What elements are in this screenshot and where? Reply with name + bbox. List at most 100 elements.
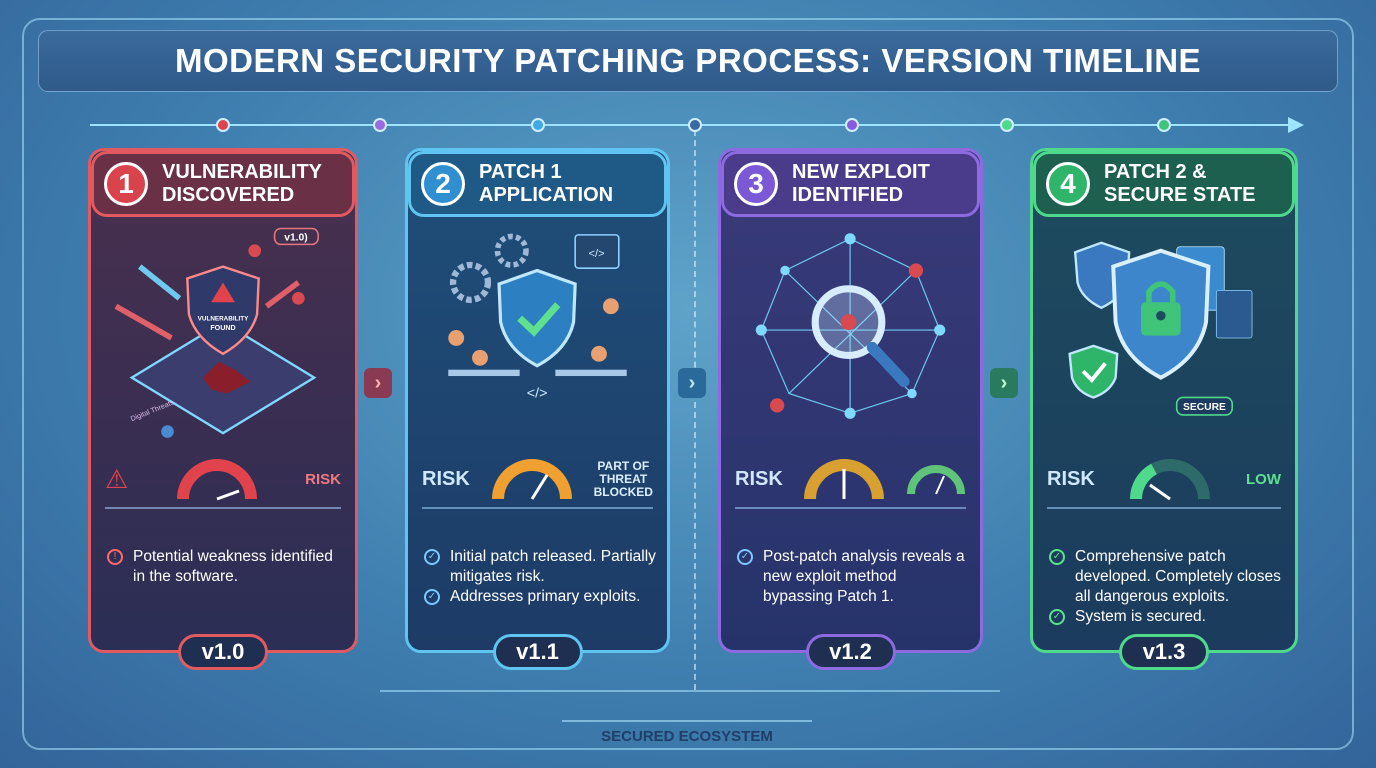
- stage-bullets: ✓Post-patch analysis reveals a new explo…: [737, 547, 970, 607]
- check-icon: ✓: [1049, 549, 1065, 565]
- shield-check-icon: [497, 268, 577, 368]
- stage-header: 4 PATCH 2 &SECURE STATE: [1033, 151, 1295, 217]
- person-icon: [472, 349, 488, 366]
- bullet-item: ✓ Addresses primary exploits.: [424, 587, 657, 607]
- document-icon: [1215, 289, 1253, 339]
- stage-title: DISCOVERED: [162, 184, 295, 206]
- bullet-item: ! Potential weakness identified in the so…: [107, 547, 345, 587]
- ecosystem-line: [380, 690, 1000, 692]
- bullet-item: ✓Post-patch analysis reveals a new explo…: [737, 547, 970, 607]
- stage-title: PATCH 1: [479, 161, 562, 183]
- shield-label: FOUND: [210, 324, 235, 332]
- timeline-dot: [845, 118, 859, 132]
- code-window-icon: [574, 234, 620, 269]
- version-badge: v1.0: [178, 634, 268, 670]
- divider: [694, 130, 696, 690]
- stage-number: 2: [421, 162, 465, 206]
- chevron-right-icon: ›: [364, 368, 392, 398]
- bullet-text: Initial patch released. Partially mitiga…: [450, 548, 656, 585]
- alert-icon: !: [107, 549, 123, 565]
- stage-bullets: ✓ Comprehensive patch developed. Complete…: [1049, 547, 1285, 627]
- stage-title: IDENTIFIED: [792, 184, 904, 206]
- risk-gauge-small: [906, 465, 965, 495]
- version-tag-box: [273, 227, 319, 246]
- check-icon: ✓: [424, 549, 440, 565]
- exploit-network-illustration: [755, 233, 946, 419]
- gear-icon: [449, 261, 492, 304]
- bullet-text: System is secured.: [1075, 608, 1206, 625]
- risk-level: LOW: [1245, 470, 1281, 488]
- stage-title: APPLICATION: [479, 184, 614, 206]
- secure-state-illustration: SECURE: [1068, 241, 1253, 416]
- stage-number: 3: [734, 162, 778, 206]
- gear-icon: [494, 233, 529, 268]
- stage-title: SECURE STATE: [1104, 184, 1256, 206]
- risk-gauge: [804, 459, 885, 500]
- person-icon: [602, 298, 619, 315]
- version-badge: v1.1: [492, 634, 583, 670]
- warning-icon: ⚠: [105, 463, 129, 494]
- timeline-dot: [1157, 118, 1171, 132]
- stage-bullets: ! Potential weakness identified in the so…: [107, 547, 345, 587]
- bug-icon: [161, 425, 174, 438]
- title-bar: MODERN SECURITY PATCHING PROCESS: VERSIO…: [38, 30, 1338, 92]
- bug-icon: [292, 291, 305, 305]
- stage-title: PATCH 2 &: [1104, 161, 1207, 183]
- risk-gauge-high: [176, 459, 257, 501]
- risk-gauge-low: [1130, 459, 1211, 501]
- bullet-text: Comprehensive patch developed. Completel…: [1075, 548, 1281, 605]
- svg-text:</>: </>: [527, 385, 548, 401]
- timeline-arrow-icon: [1288, 117, 1304, 133]
- svg-text:</>: </>: [589, 248, 605, 260]
- stage-number: 4: [1046, 162, 1090, 206]
- check-icon: ✓: [737, 549, 753, 565]
- version-badge: v1.3: [1119, 634, 1209, 670]
- risk-label: RISK: [422, 467, 470, 490]
- stage-card-3: RISK ✓Post-patch analysis reveals a new …: [718, 148, 983, 670]
- person-icon: [448, 330, 465, 346]
- footer-label: SECURED ECOSYSTEM: [562, 720, 812, 750]
- stage-number: 1: [104, 162, 148, 206]
- bullet-text: Addresses primary exploits.: [450, 588, 641, 605]
- risk-label: RISK: [1047, 467, 1095, 490]
- bug-icon: [840, 314, 857, 331]
- vulnerability-illustration: VULNERABILITY FOUND v1.0) Digital Threat…: [114, 227, 319, 438]
- chevron-right-icon: ›: [678, 368, 706, 398]
- magnifier-icon: [811, 285, 910, 388]
- stage-card-1: VULNERABILITY FOUND v1.0) Digital Threat…: [88, 148, 358, 670]
- chevron-right-icon: ›: [990, 368, 1018, 398]
- stage-title: VULNERABILITY: [162, 161, 322, 183]
- timeline-dot: [373, 118, 387, 132]
- risk-label: RISK: [305, 470, 341, 488]
- check-icon: ✓: [1049, 609, 1065, 625]
- shield-label: VULNERABILITY: [198, 316, 249, 323]
- bullet-item: ✓ Comprehensive patch developed. Complete…: [1049, 547, 1285, 607]
- version-badge: v1.2: [805, 634, 896, 670]
- bullet-item: ✓ System is secured.: [1049, 607, 1285, 627]
- page-title: MODERN SECURITY PATCHING PROCESS: VERSIO…: [174, 42, 1202, 79]
- risk-label: RISK: [735, 467, 783, 490]
- timeline-dot: [531, 118, 545, 132]
- risk-row: ⚠ RISK: [105, 451, 341, 509]
- patch-team-illustration: </> </>: [448, 233, 627, 401]
- bullet-text: Potential weakness identified in the sof…: [133, 548, 333, 585]
- person-icon: [591, 345, 607, 362]
- secure-badge-label: SECURE: [1183, 402, 1226, 413]
- risk-row: RISK LOW: [1047, 451, 1281, 509]
- bug-icon: [248, 244, 262, 258]
- check-icon: ✓: [424, 589, 440, 605]
- shield-icon: [186, 265, 260, 356]
- risk-row: RISK: [735, 451, 966, 509]
- stage-bullets: ✓ Initial patch released. Partially mitig…: [424, 547, 657, 607]
- stage-card-4: SECURE RISK LOW ✓ Comprehensive patch dev…: [1030, 148, 1298, 670]
- stage-title: NEW EXPLOIT: [792, 161, 930, 183]
- secure-badge: [1175, 396, 1233, 416]
- timeline-dot: [1000, 118, 1014, 132]
- outer-frame: [22, 18, 1354, 750]
